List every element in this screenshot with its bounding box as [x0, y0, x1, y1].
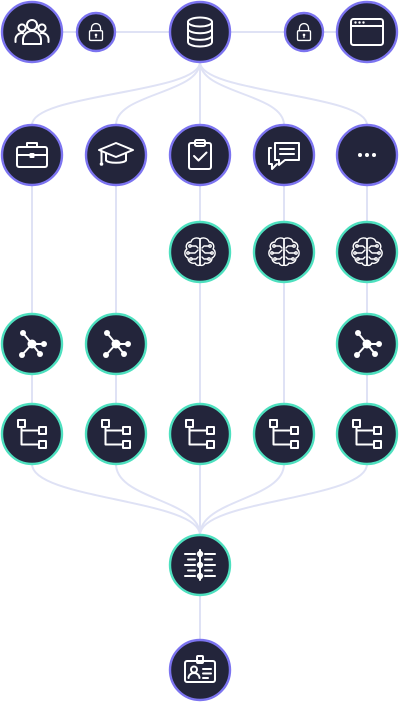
node-network-3 [335, 312, 399, 376]
node-database-ring [168, 0, 232, 64]
node-browser-ring [335, 0, 399, 64]
connector-database-to-graduation-cap [115, 61, 201, 126]
node-identity-ring [168, 638, 232, 702]
node-flow-2 [84, 402, 148, 466]
node-flow-5 [335, 402, 399, 466]
connector-flow-2-to-aggregator [115, 463, 201, 536]
node-graduation-cap-ring [84, 123, 148, 187]
node-clipboard-ring [168, 123, 232, 187]
node-flow-1-ring [0, 402, 64, 466]
node-flow-4-ring [252, 402, 316, 466]
node-briefcase [0, 123, 64, 187]
node-flow-2-ring [84, 402, 148, 466]
node-brain-2 [252, 220, 316, 284]
node-browser [335, 0, 399, 64]
node-flow-5-ring [335, 402, 399, 466]
node-lock-right-ring [283, 11, 325, 53]
connector-database-to-more [199, 61, 368, 126]
timeline-list-icon [184, 549, 216, 581]
connector-flow-1-to-aggregator [31, 463, 201, 536]
node-database [168, 0, 232, 64]
node-flow-4 [252, 402, 316, 466]
node-flow-3-ring [168, 402, 232, 466]
connector-layer [31, 31, 368, 640]
node-lock-left [75, 11, 117, 53]
node-flow-3 [168, 402, 232, 466]
node-aggregator [168, 533, 232, 597]
connector-database-to-chat [199, 61, 285, 126]
ellipsis-icon [358, 153, 376, 157]
connector-flow-5-to-aggregator [199, 463, 368, 536]
node-lock-left-ring [75, 11, 117, 53]
node-clipboard [168, 123, 232, 187]
node-more [335, 123, 399, 187]
node-network-1 [0, 312, 64, 376]
node-chat [252, 123, 316, 187]
node-graduation-cap [84, 123, 148, 187]
node-network-2 [84, 312, 148, 376]
node-lock-right [283, 11, 325, 53]
connector-database-to-briefcase [31, 61, 201, 126]
node-flow-1 [0, 402, 64, 466]
node-identity [168, 638, 232, 702]
node-brain-1 [168, 220, 232, 284]
node-brain-3 [335, 220, 399, 284]
node-users [0, 0, 64, 64]
connector-flow-4-to-aggregator [199, 463, 285, 536]
